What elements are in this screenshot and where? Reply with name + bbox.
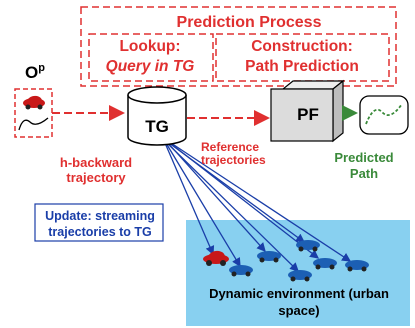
lookup-box <box>88 33 214 82</box>
history-squiggle <box>18 117 49 131</box>
construction-label-group: Construction: Path Prediction <box>218 37 386 77</box>
object-label-text: O <box>25 63 39 82</box>
update-box <box>34 203 164 242</box>
prediction-process-box <box>80 6 397 87</box>
object-label: Op <box>25 62 45 83</box>
predicted-path-label: Predicted Path <box>334 150 394 181</box>
tg-database-icon <box>127 86 187 146</box>
update-label: Update: streaming trajectories to TG <box>45 209 155 239</box>
object-label-superscript: p <box>38 62 45 74</box>
lookup-label: Lookup: <box>119 38 181 55</box>
car-blue-icon <box>229 240 369 282</box>
predicted-path-box <box>359 95 409 135</box>
car-red-icon <box>203 250 229 266</box>
pf-box <box>270 79 345 143</box>
update-lines <box>164 142 352 272</box>
object-box <box>14 88 53 138</box>
h-backward-label: h-backward trajectory <box>59 155 133 185</box>
lookup-label-group: Lookup: Query in TG <box>92 37 208 77</box>
pf-label: PF <box>297 105 319 124</box>
reference-label: Reference trajectories <box>201 140 266 167</box>
predicted-path-icon <box>365 103 403 125</box>
construction-sublabel: Path Prediction <box>245 58 359 75</box>
lookup-sublabel: Query in TG <box>105 58 195 75</box>
object-car-icon <box>23 95 45 110</box>
environment-label: Dynamic environment (urban space) <box>209 286 389 318</box>
construction-label: Construction: <box>251 38 353 55</box>
prediction-process-title: Prediction Process <box>176 14 322 31</box>
tg-label: TG <box>145 117 169 136</box>
